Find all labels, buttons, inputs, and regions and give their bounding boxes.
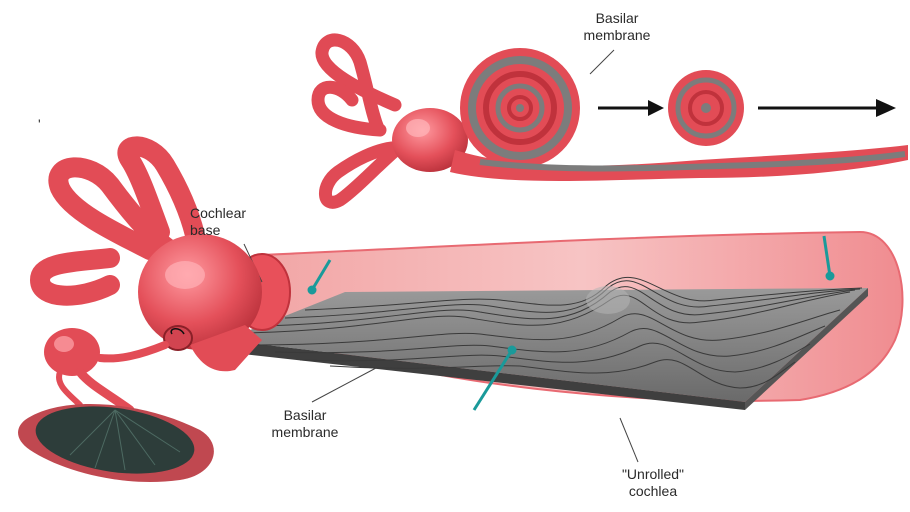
top-cochlea-illustration [318,40,908,202]
label-line: membrane [250,424,360,441]
top-partially-uncoiled-cochlea [668,70,744,146]
bottom-basilar-leader [312,368,376,402]
top-semicircular-canals [318,40,398,202]
label-unrolled-cochlea: "Unrolled" cochlea [598,466,708,500]
top-coiled-cochlea [460,48,580,168]
stray-mark: ' [38,116,41,132]
label-line: Basilar [562,10,672,27]
arrow-right-icon [598,100,664,116]
label-line: Cochlear [190,205,290,222]
top-basilar-leader [590,50,614,74]
label-cochlear-base: Cochlear base [190,205,290,239]
label-line: base [190,222,290,239]
eardrum [18,397,214,483]
ossicles [44,326,192,410]
label-line: "Unrolled" [598,466,708,483]
inner-ear-illustration [18,146,262,482]
label-line: membrane [562,27,672,44]
label-line: cochlea [598,483,708,500]
arrow-right-long-icon [758,99,896,117]
label-basilar-membrane-bottom: Basilar membrane [250,407,360,441]
label-line: Basilar [250,407,360,424]
label-basilar-membrane-top: Basilar membrane [562,10,672,44]
unrolled-leader [620,418,638,462]
